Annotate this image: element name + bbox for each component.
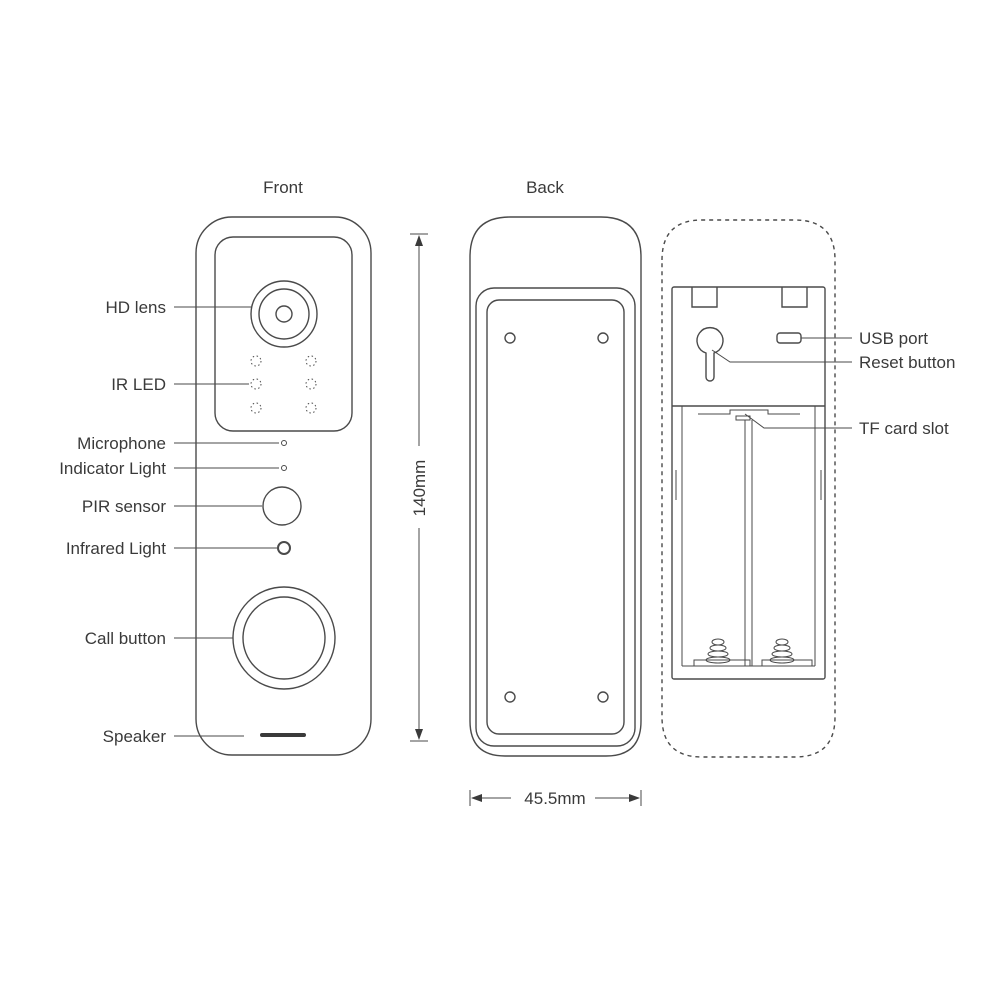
ir-led-icon [250, 355, 262, 367]
top-tab-left [691, 287, 718, 308]
ir-led-icon [305, 402, 317, 414]
call-button-icon [232, 586, 336, 690]
speaker-label: Speaker [103, 727, 167, 746]
ir-led-icon [305, 378, 317, 390]
front-body-outline [195, 216, 372, 756]
ir-led-icon [250, 402, 262, 414]
screw-hole-icon [504, 332, 516, 344]
contact-plate-left [693, 659, 751, 667]
front-view: HD lens IR LED Microphone Indicator Ligh… [59, 216, 372, 756]
arrow-left-icon [471, 794, 482, 802]
battery-spring-icon [705, 638, 731, 664]
ir-led-array [250, 355, 317, 414]
microphone-hole-icon [281, 440, 287, 446]
tf-card-slot-label: TF card slot [859, 419, 949, 438]
screw-hole-icon [597, 332, 609, 344]
pir-sensor-label: PIR sensor [82, 497, 166, 516]
reset-button-icon [696, 327, 724, 382]
back-view [469, 216, 642, 757]
reset-button-leader [711, 349, 852, 363]
back-heading: Back [526, 178, 564, 197]
tf-card-slot-icon [698, 409, 800, 415]
internal-view: USB port Reset button TF card slot [661, 219, 955, 758]
hd-lens-label: HD lens [106, 298, 166, 317]
height-dimension-label: 140mm [410, 460, 429, 517]
usb-port-icon [776, 332, 802, 344]
call-button-label: Call button [85, 629, 166, 648]
indicator-light-icon [281, 465, 287, 471]
arrow-right-icon [629, 794, 640, 802]
tf-card-slot-leader [744, 413, 852, 429]
battery-compartment [672, 405, 825, 667]
ir-led-icon [305, 355, 317, 367]
infrared-light-icon [277, 541, 291, 555]
pir-sensor-icon [262, 486, 302, 526]
front-camera-panel [214, 236, 353, 432]
width-dimension: 45.5mm [469, 789, 642, 808]
back-plate-inner [486, 299, 625, 735]
contact-plate-right [761, 659, 813, 667]
screw-hole-icon [504, 691, 516, 703]
microphone-label: Microphone [77, 434, 166, 453]
back-plate-outer [475, 287, 636, 747]
front-heading: Front [263, 178, 303, 197]
hd-lens-icon [250, 280, 318, 348]
arrow-up-icon [415, 235, 423, 246]
height-dimension: 140mm [410, 233, 429, 742]
back-body-outline [469, 216, 642, 757]
indicator-light-label: Indicator Light [59, 459, 166, 478]
infrared-light-label: Infrared Light [66, 539, 166, 558]
screw-hole-icon [597, 691, 609, 703]
top-tab-right [781, 287, 808, 308]
cover-outline-dashed [661, 219, 836, 758]
internal-frame [671, 286, 826, 680]
speaker-slot-icon [260, 733, 306, 737]
ir-led-label: IR LED [111, 375, 166, 394]
ir-led-icon [250, 378, 262, 390]
width-dimension-label: 45.5mm [524, 789, 585, 808]
usb-port-label: USB port [859, 329, 928, 348]
arrow-down-icon [415, 729, 423, 740]
battery-spring-icon [769, 638, 795, 664]
reset-button-label: Reset button [859, 353, 955, 372]
